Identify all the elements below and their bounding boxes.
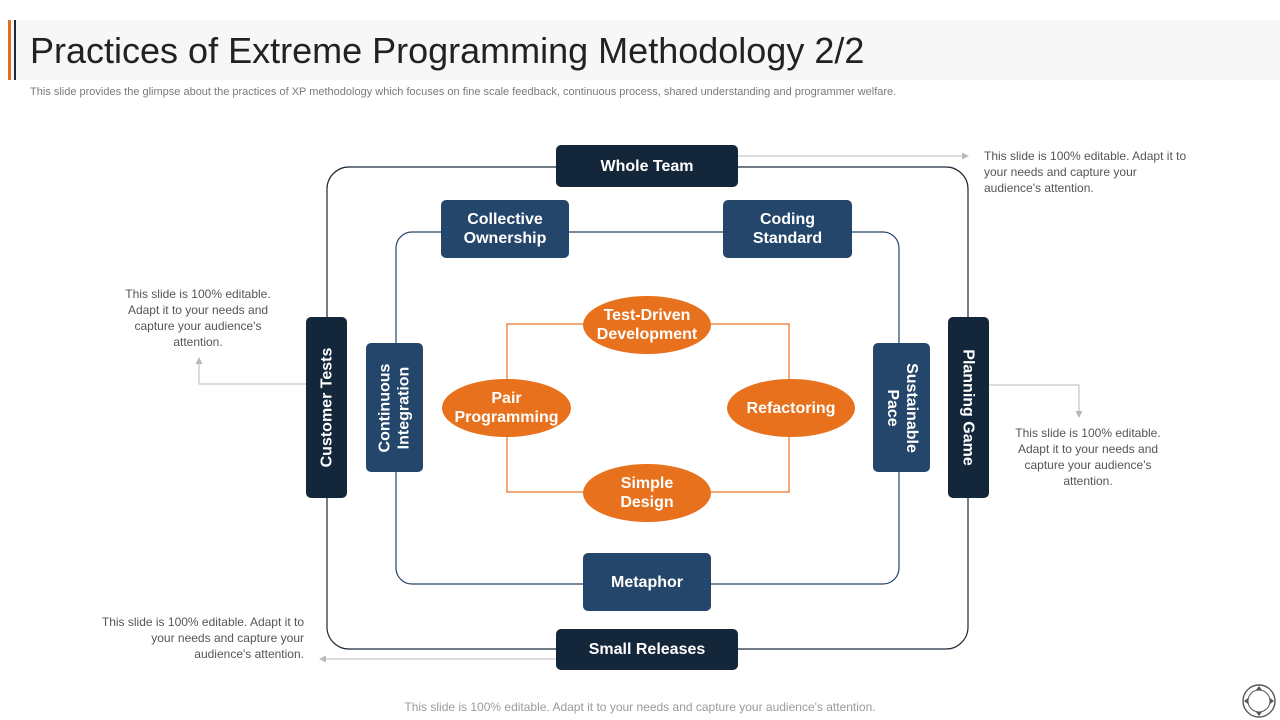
collective-ownership-line1: Collective bbox=[467, 211, 543, 228]
title-accent-orange bbox=[8, 20, 11, 80]
continuous-integration-line2: Integration bbox=[395, 366, 413, 449]
note-right: This slide is 100% editable. Adapt it to… bbox=[1015, 426, 1161, 488]
continuous-integration-box bbox=[366, 343, 423, 472]
tdd-line2: Development bbox=[596, 326, 698, 343]
customer-tests-label: Customer Tests bbox=[318, 347, 336, 468]
refactoring-label: Refactoring bbox=[746, 399, 836, 417]
pair-programming-oval: Pair Programming bbox=[442, 379, 571, 437]
whole-team-label: Whole Team bbox=[600, 157, 694, 175]
page-subtitle: This slide provides the glimpse about th… bbox=[30, 86, 897, 98]
collective-ownership-box: Collective Ownership bbox=[441, 200, 569, 258]
coding-standard-box: Coding Standard bbox=[723, 200, 852, 258]
title-accent-navy bbox=[14, 20, 16, 80]
sustainable-pace-line1: Sustainable bbox=[902, 362, 920, 453]
page-title: Practices of Extreme Programming Methodo… bbox=[30, 30, 865, 71]
customer-tests-label-wrap: Customer Tests bbox=[306, 317, 347, 498]
simple-design-line2: Design bbox=[620, 494, 674, 511]
arrow-right bbox=[989, 384, 1083, 418]
note-left: This slide is 100% editable. Adapt it to… bbox=[125, 287, 271, 349]
test-driven-development-oval: Test-Driven Development bbox=[583, 296, 711, 354]
whole-team-box: Whole Team bbox=[556, 145, 738, 187]
small-releases-box: Small Releases bbox=[556, 629, 738, 670]
small-releases-label: Small Releases bbox=[588, 641, 706, 658]
customer-tests-box bbox=[306, 317, 347, 498]
metaphor-box: Metaphor bbox=[583, 553, 711, 611]
collective-ownership-line2: Ownership bbox=[463, 230, 547, 247]
tdd-line1: Test-Driven bbox=[603, 307, 691, 324]
note-bottom-left: This slide is 100% editable. Adapt it to… bbox=[101, 615, 304, 661]
metaphor-label: Metaphor bbox=[611, 573, 683, 591]
footer-note: This slide is 100% editable. Adapt it to… bbox=[404, 700, 876, 714]
coding-standard-line2: Standard bbox=[752, 230, 823, 247]
refactoring-oval: Refactoring bbox=[727, 379, 855, 437]
arrow-left bbox=[195, 357, 306, 385]
title-bar bbox=[8, 20, 1280, 80]
note-top-right: This slide is 100% editable. Adapt it to… bbox=[984, 149, 1187, 195]
pair-programming-line2: Programming bbox=[454, 409, 559, 426]
planning-game-box bbox=[948, 317, 989, 498]
sustainable-pace-box bbox=[873, 343, 930, 472]
simple-design-oval: Simple Design bbox=[583, 464, 711, 522]
continuous-integration-line1: Continuous bbox=[376, 363, 394, 452]
coding-standard-line1: Coding bbox=[759, 211, 816, 228]
continuous-integration-label-wrap: Continuous Integration bbox=[366, 343, 423, 472]
continuous-integration-label: Continuous Integration bbox=[376, 363, 414, 452]
sustainable-pace-label-wrap: Sustainable Pace bbox=[873, 343, 930, 472]
planning-game-label-wrap: Planning Game bbox=[948, 317, 989, 498]
sustainable-pace-line2: Pace bbox=[883, 388, 901, 427]
circular-arrows-logo-icon bbox=[1242, 684, 1276, 718]
pair-programming-line1: Pair bbox=[491, 390, 522, 407]
planning-game-label: Planning Game bbox=[960, 349, 977, 466]
sustainable-pace-label: Sustainable Pace bbox=[883, 363, 921, 453]
simple-design-line1: Simple bbox=[620, 475, 674, 492]
